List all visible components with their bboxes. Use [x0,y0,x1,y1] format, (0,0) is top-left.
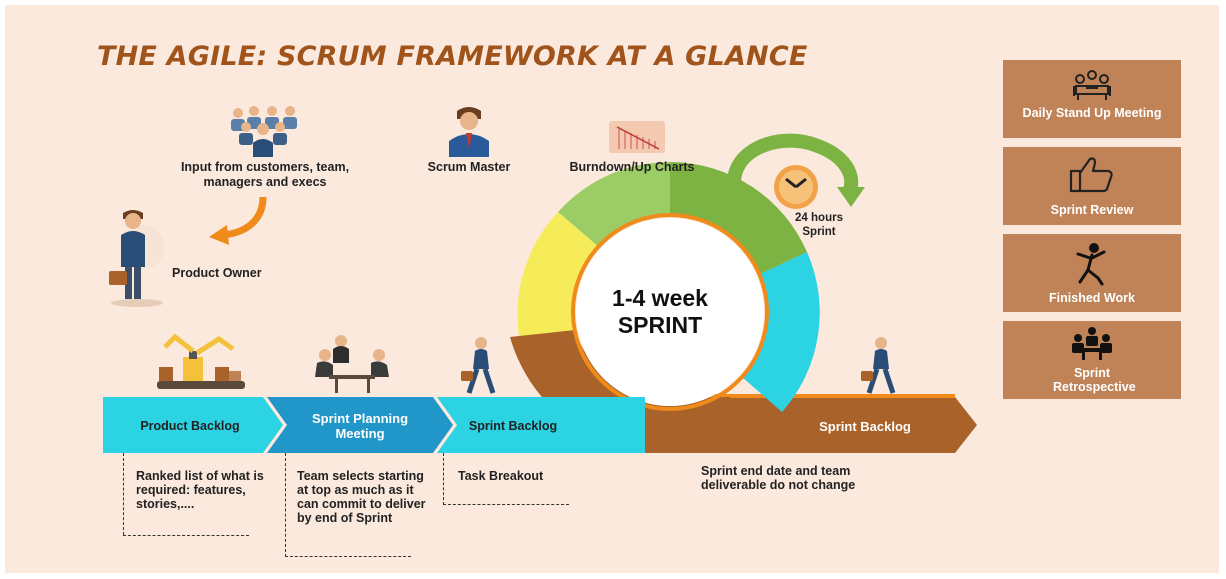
cycle-segment-green [558,161,670,248]
scrum-master-icon [449,107,489,157]
stakeholders-icon [231,106,297,157]
sidebar-finished-work: Finished Work [1003,234,1181,312]
sprint-backlog-band-cyan [437,397,645,453]
cycle-segment-yellow [517,212,600,342]
infographic-canvas: THE AGILE: SCRUM FRAMEWORK AT A GLANCE [5,5,1219,573]
product-backlog-band [103,397,283,453]
scrum-master-label: Scrum Master [427,160,511,174]
thumbs-up-icon [1069,157,1113,193]
cycle-segment-cyan [742,252,820,412]
sidebar-sprint-review-label: Sprint Review [1050,203,1134,217]
product-backlog-label: Product Backlog [140,419,240,433]
walking-man-icon-2 [861,337,896,394]
sprint-planning-connector-h [285,556,411,557]
sprint-duration: 1-4 week [612,285,708,311]
stakeholders-label: Input from customers, team, managers and… [180,160,350,189]
burndown-chart-icon [609,121,665,153]
sprint-backlog-label-2: Sprint Backlog [819,419,911,434]
sprint-planning-label: Sprint Planning Meeting [311,411,409,441]
sidebar-sprint-review: Sprint Review [1003,147,1181,225]
product-backlog-connector-v [123,453,124,535]
sprint-planning-connector-v [285,453,286,557]
daily-loop-arrow [727,133,859,209]
product-backlog-description: Ranked list of what is required: feature… [136,469,264,511]
meeting-icon [1073,70,1111,100]
product-owner-label: Product Owner [172,266,262,280]
cycle-inner-ring [571,213,769,411]
cycle-inner-disk [576,218,764,406]
sprint-planning-description: Team selects starting at top as much as … [297,469,426,525]
celebrating-person-icon [1076,243,1106,286]
cycle-segment-green-dark [670,162,807,275]
sprint-center-text: 1-4 week SPRINT [565,285,755,339]
page-title: THE AGILE: SCRUM FRAMEWORK AT A GLANCE [97,41,808,72]
product-backlog-connector-h [123,535,249,536]
sidebar-sprint-retrospective-label: Sprint Retrospective [1053,366,1136,394]
task-breakout-description: Task Breakout [458,469,544,483]
team-table-icon [1072,327,1112,360]
sprint-planning-band [267,397,453,453]
sprint-word: SPRINT [617,312,703,338]
sidebar-sprint-retrospective: Sprint Retrospective [1003,321,1181,399]
burndown-label: Burndown/Up Charts [569,160,695,174]
sprint-backlog-label-1: Sprint Backlog [468,419,558,433]
sidebar-daily-standup: Daily Stand Up Meeting [1003,60,1181,138]
daily-loop-arrowhead [837,187,865,207]
sidebar-daily-standup-label: Daily Stand Up Meeting [1022,106,1162,120]
task-breakout-connector-h [443,504,569,505]
sidebar-finished-work-label: Finished Work [1049,291,1135,305]
input-arrow-icon [209,196,267,245]
task-breakout-connector-v [443,453,444,505]
sprint-diagram [103,133,977,453]
sprint-end-description: Sprint end date and team deliverable do … [701,464,856,492]
clock-icon [774,165,818,209]
factory-robot-icon [157,333,245,389]
sprint-cycle [510,161,820,453]
product-owner-icon [109,210,165,307]
daily-sprint-label: 24 hours Sprint [795,212,843,238]
planning-meeting-icon [315,335,389,393]
walking-man-icon-1 [461,337,496,394]
